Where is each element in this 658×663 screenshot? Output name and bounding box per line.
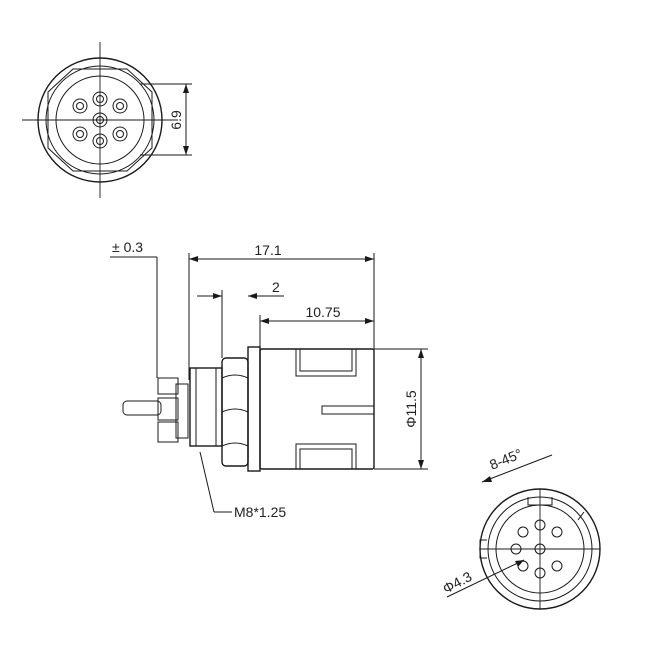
dim-body-length: 10.75 xyxy=(305,304,340,320)
dim-thread: M8*1.25 xyxy=(234,504,286,520)
dim-front-height: 6.9 xyxy=(168,110,184,130)
dim-tolerance: ± 0.3 xyxy=(112,239,143,255)
dim-body-diameter: Φ11.5 xyxy=(403,390,419,428)
dim-overall-length: 17.1 xyxy=(254,242,281,258)
side-view: ± 0.3 17.1 2 10.75 Φ11.5 M8*1.25 xyxy=(110,239,428,520)
front-view: 6.9 xyxy=(22,42,192,198)
dim-nut-width: 2 xyxy=(272,279,280,295)
mating-face-view: 8-45° Φ4.3 xyxy=(440,445,601,610)
dim-pin-angle: 8-45° xyxy=(487,445,524,472)
pin-array xyxy=(72,91,128,149)
